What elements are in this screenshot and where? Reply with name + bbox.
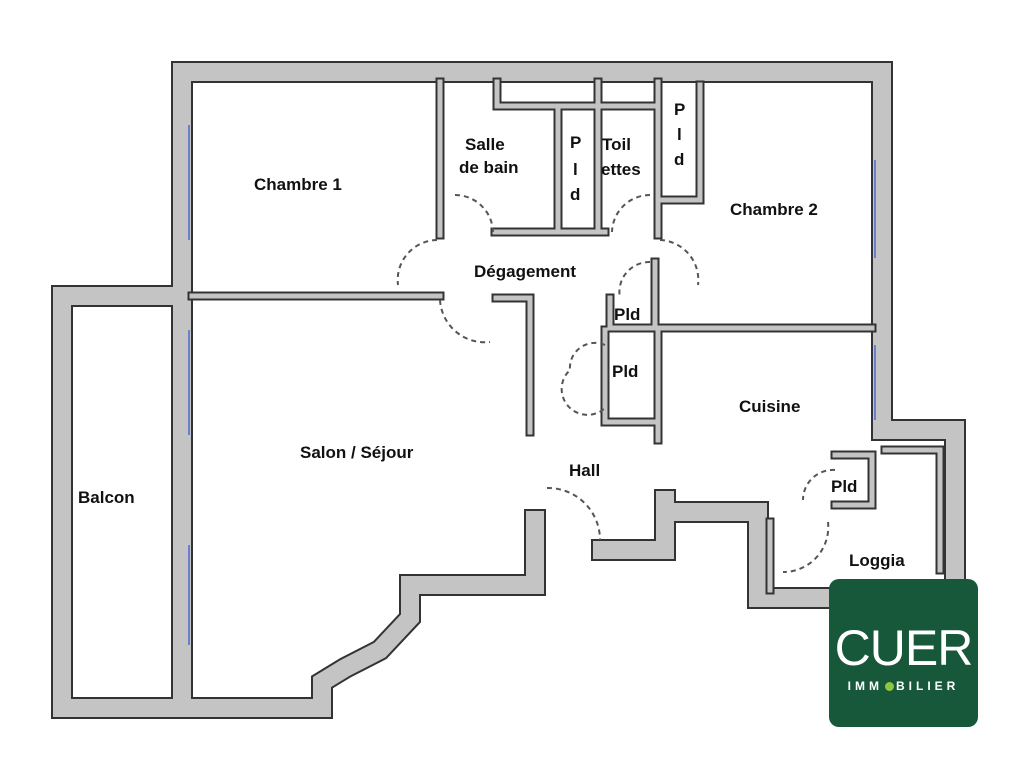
room-labels: Chambre 1 Salle de bain P l d Toil ettes… — [78, 100, 905, 570]
label-pld-c: Pld — [831, 477, 857, 496]
label-salle-de-bain-2: de bain — [459, 158, 519, 177]
interior-walls — [187, 77, 945, 595]
label-salon: Salon / Séjour — [300, 443, 414, 462]
label-loggia: Loggia — [849, 551, 905, 570]
logo-sub-right: BILIER — [895, 679, 960, 693]
doors — [396, 194, 836, 574]
label-pld-v2-p: P — [674, 100, 685, 119]
label-salle-de-bain-1: Salle — [465, 135, 505, 154]
logo-brand: CUER — [834, 620, 974, 676]
label-pld-b: Pld — [612, 362, 638, 381]
exterior-walls — [51, 61, 966, 719]
label-pld-v1-p: P — [570, 133, 581, 152]
logo-sub-left: IMM — [847, 679, 883, 693]
label-balcon: Balcon — [78, 488, 135, 507]
label-pld-v1-d: d — [570, 185, 580, 204]
label-chambre-2: Chambre 2 — [730, 200, 818, 219]
cuer-immobilier-logo: CUER IMM BILIER — [829, 579, 978, 727]
label-cuisine: Cuisine — [739, 397, 800, 416]
label-pld-a: Pld — [614, 305, 640, 324]
label-chambre-1: Chambre 1 — [254, 175, 342, 194]
label-toilettes-2: ettes — [601, 160, 641, 179]
label-pld-v2-l: l — [677, 125, 682, 144]
label-pld-v2-d: d — [674, 150, 684, 169]
logo-subtitle: IMM BILIER — [829, 679, 978, 693]
logo-dot-icon — [884, 682, 894, 692]
label-hall: Hall — [569, 461, 600, 480]
label-degagement: Dégagement — [474, 262, 576, 281]
label-toilettes-1: Toil — [602, 135, 631, 154]
label-pld-v1-l: l — [573, 160, 578, 179]
